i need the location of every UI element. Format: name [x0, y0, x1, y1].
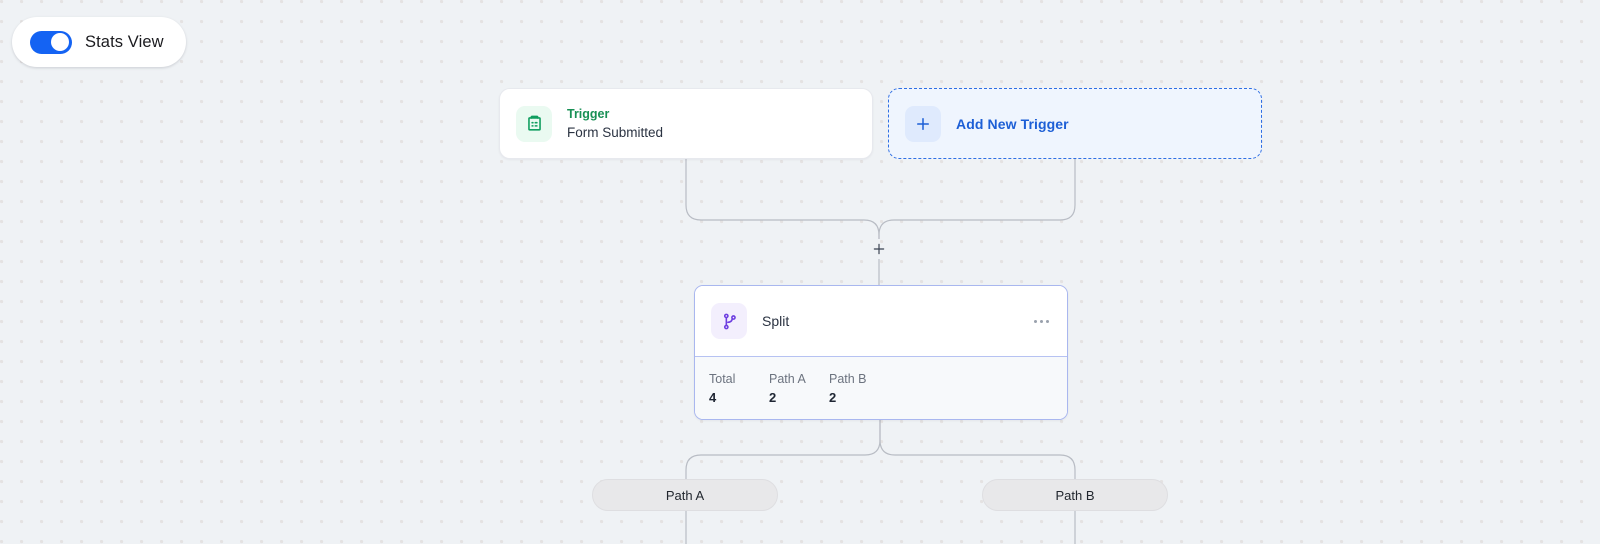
stat-total-value: 4	[709, 389, 717, 405]
stats-view-label: Stats View	[85, 32, 164, 51]
stats-view-toggle-pill[interactable]: Stats View	[12, 17, 186, 67]
stat-path-a: Path A 2	[769, 372, 807, 405]
clipboard-icon	[516, 105, 552, 142]
stat-path-a-value: 2	[769, 389, 777, 405]
branch-pill-path-b[interactable]: Path B	[982, 479, 1168, 511]
stat-path-b-label: Path B	[829, 371, 867, 386]
branch-pill-path-b-label: Path B	[1055, 487, 1095, 503]
plus-icon	[905, 105, 941, 142]
stat-path-b: Path B 2	[829, 372, 867, 405]
branch-pill-path-a-label: Path A	[665, 487, 705, 503]
git-branch-icon	[711, 303, 747, 339]
toggle-on-icon[interactable]	[30, 30, 72, 54]
split-stats-panel: Total 4 Path A 2 Path B 2	[695, 356, 1067, 419]
add-new-trigger-label: Add New Trigger	[956, 115, 1069, 132]
stat-path-a-label: Path A	[769, 371, 806, 386]
node-split[interactable]: Split Total 4 Path A 2 Path B 2	[694, 285, 1068, 420]
split-header[interactable]: Split	[695, 286, 1067, 356]
stat-total: Total 4	[709, 372, 747, 405]
stat-path-b-value: 2	[829, 389, 837, 405]
branch-pill-path-a[interactable]: Path A	[592, 479, 778, 511]
trigger-text-block: Trigger Form Submitted	[567, 107, 663, 141]
more-horizontal-icon[interactable]	[1032, 314, 1051, 329]
trigger-name-label: Form Submitted	[567, 124, 664, 140]
trigger-kind-label: Trigger	[567, 106, 610, 121]
node-add-new-trigger[interactable]: Add New Trigger	[888, 88, 1262, 159]
split-label: Split	[762, 313, 790, 329]
add-step-plus-icon[interactable]	[869, 239, 889, 259]
node-trigger[interactable]: Trigger Form Submitted	[499, 88, 873, 159]
stat-total-label: Total	[709, 371, 736, 386]
toggle-knob	[51, 33, 69, 51]
